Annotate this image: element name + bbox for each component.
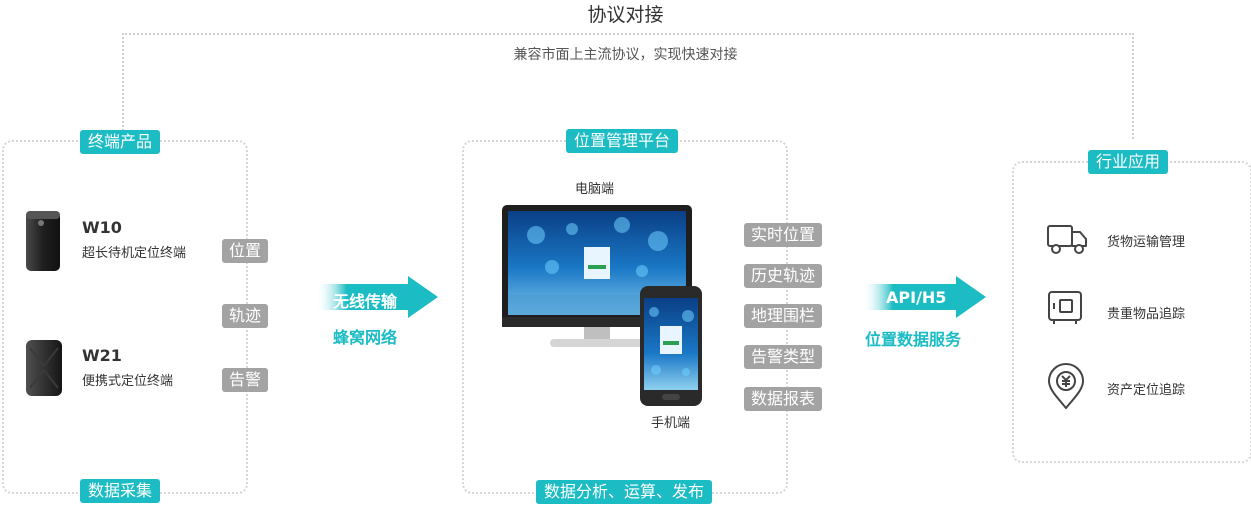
feature-tag-track: 轨迹 (222, 304, 269, 328)
truck-icon (1047, 225, 1087, 254)
industry-label-freight: 货物运输管理 (1107, 235, 1186, 250)
location-data-service-label: 位置数据服务 (865, 330, 962, 349)
platform-feature-history: 历史轨迹 (744, 264, 823, 288)
protocol-connector-line (122, 33, 1134, 139)
mobile-label: 手机端 (651, 416, 691, 431)
safe-icon (1048, 291, 1082, 324)
phone-image (640, 286, 702, 406)
diagram-title: 协议对接 (587, 4, 664, 26)
industry-panel (1012, 161, 1251, 463)
w10-desc: 超长待机定位终端 (82, 246, 187, 261)
wireless-arrow (316, 276, 438, 318)
w10-device-image (26, 211, 60, 271)
platform-feature-alarm-type: 告警类型 (744, 345, 823, 369)
feature-tag-position: 位置 (222, 239, 269, 263)
platform-panel-tag: 位置管理平台 (566, 129, 679, 153)
industry-label-valuables: 贵重物品追踪 (1107, 307, 1186, 322)
platform-feature-report: 数据报表 (744, 387, 823, 411)
industry-label-asset-tracking: 资产定位追踪 (1107, 383, 1186, 398)
platform-feature-geofence: 地理围栏 (744, 304, 823, 328)
platform-footer-tag: 数据分析、运算、发布 (536, 480, 713, 504)
w21-device-image (26, 340, 62, 396)
industry-panel-tag: 行业应用 (1088, 150, 1169, 174)
data-collection-tag: 数据采集 (80, 479, 161, 503)
terminal-panel-tag: 终端产品 (80, 130, 161, 154)
diagram-subtitle: 兼容市面上主流协议，实现快速对接 (513, 47, 738, 63)
wireless-arrow-label: 无线传输 (333, 292, 398, 311)
api-arrow-label: API/H5 (886, 288, 947, 307)
platform-feature-realtime: 实时位置 (744, 223, 823, 247)
cellular-network-label: 蜂窝网络 (333, 328, 398, 347)
feature-tag-alarm: 告警 (222, 368, 269, 392)
w10-name: W10 (82, 218, 122, 237)
w21-desc: 便携式定位终端 (82, 374, 174, 389)
w21-name: W21 (82, 346, 122, 365)
api-arrow (862, 276, 986, 318)
pc-label: 电脑端 (575, 182, 615, 197)
terminal-panel (2, 140, 248, 494)
location-pin-icon (1047, 363, 1085, 410)
